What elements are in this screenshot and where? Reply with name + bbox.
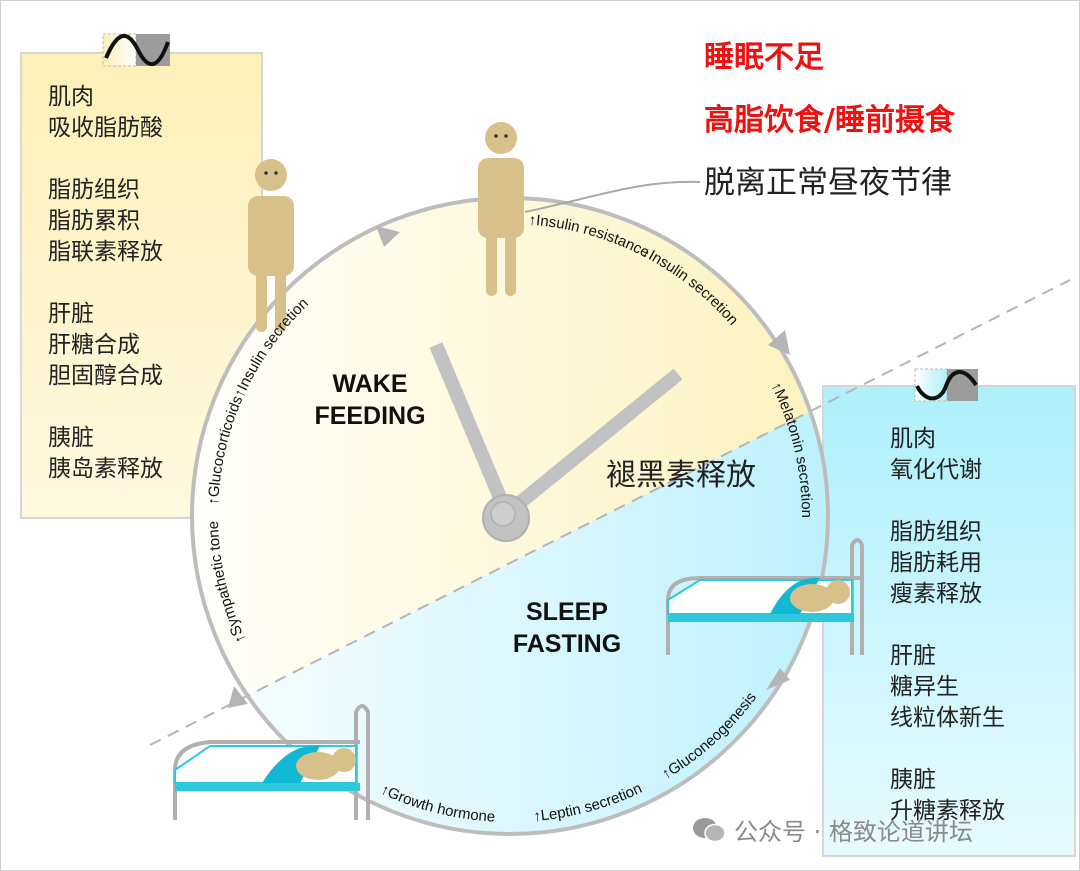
- arrowhead-icon: [228, 686, 248, 708]
- organ-item: 脂联素释放: [48, 239, 163, 265]
- wechat-icon: [693, 817, 726, 842]
- sleeping-bed-icon: [666, 538, 864, 655]
- minute-hand: [501, 368, 683, 520]
- sleep-region: [192, 280, 828, 834]
- risk-sleep-deprivation: 睡眠不足: [704, 40, 824, 75]
- organ-item: 氧化代谢: [890, 457, 982, 483]
- organ-item: 吸收脂肪酸: [48, 115, 163, 141]
- organ-item: 线粒体新生: [890, 705, 1005, 731]
- sine-wave-icon: [102, 33, 170, 67]
- sleeping-bed-icon: [173, 704, 370, 820]
- wake-region: [192, 198, 828, 745]
- hour-hand: [429, 342, 513, 515]
- watermark: 公众号 · 格致论道讲坛: [692, 812, 973, 847]
- organ-title: 脂肪组织: [48, 177, 140, 203]
- organ-title: 肌肉: [48, 84, 94, 110]
- arrowhead-icon: [766, 668, 790, 690]
- organ-title: 胰脏: [48, 425, 94, 451]
- melatonin-note: 褪黑素释放: [606, 458, 756, 493]
- organ-item: 肝糖合成: [48, 332, 140, 358]
- organ-title: 肝脏: [890, 643, 936, 669]
- risk-circadian-disruption: 脱离正常昼夜节律: [704, 165, 952, 201]
- standing-person-icon: [248, 159, 294, 332]
- organ-title: 脂肪组织: [890, 519, 982, 545]
- organ-title: 胰脏: [890, 767, 936, 793]
- clock-hub-cap: [490, 501, 516, 527]
- up-arrow-icon: ↑: [528, 212, 537, 230]
- up-arrow-icon: ↑: [205, 497, 222, 505]
- organ-item: 糖异生: [890, 674, 959, 700]
- face-icon: [264, 134, 508, 175]
- organ-title: 肌肉: [890, 426, 936, 452]
- risk-high-fat-diet: 高脂饮食/睡前摄食: [704, 103, 955, 138]
- arrowhead-icon: [376, 226, 400, 247]
- day-night-divider: [149, 279, 1071, 746]
- watermark-text: 公众号 · 格致论道讲坛: [734, 818, 973, 846]
- sine-wave-icon: [914, 368, 978, 402]
- connector-line: [524, 180, 701, 213]
- organ-item: 脂肪累积: [48, 208, 140, 234]
- organ-item: 升糖素释放: [890, 798, 1005, 824]
- standing-person-icon: [478, 122, 524, 296]
- organ-item: 瘦素释放: [890, 581, 982, 607]
- organ-item: 脂肪耗用: [890, 550, 982, 576]
- up-arrow-icon: ↑: [533, 807, 542, 825]
- arrowhead-icon: [768, 330, 790, 355]
- organ-item: 胆固醇合成: [48, 363, 163, 389]
- organ-item: 胰岛素释放: [48, 456, 163, 482]
- organ-title: 肝脏: [48, 301, 94, 327]
